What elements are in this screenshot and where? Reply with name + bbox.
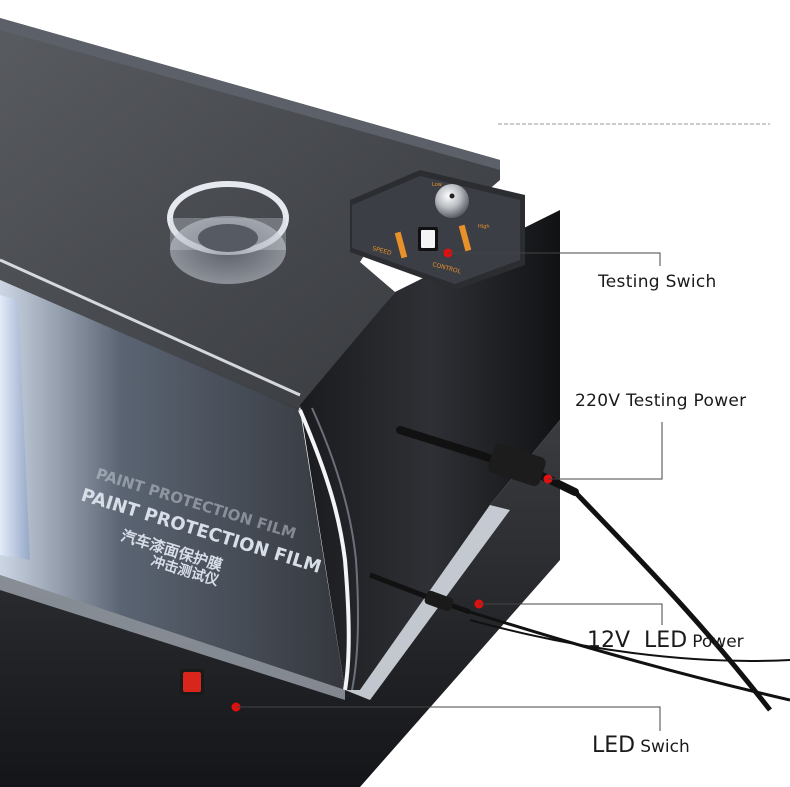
callout-led-switch [231, 702, 661, 731]
led-power-cable [369, 572, 790, 702]
led-power-suffix: Power [692, 632, 744, 652]
acrylic-front-wall: PAINT PROTECTION FILM PAINT PROTECTION F… [0, 280, 345, 690]
led-switch-suffix: Swich [640, 737, 690, 757]
impact-cup [167, 181, 289, 284]
rocker-switch-icon[interactable] [418, 227, 438, 251]
testing-switch-label: Testing Swich [598, 272, 717, 292]
acrylic-top-panel [0, 18, 500, 410]
testing-power-label: 220V Testing Power [575, 391, 747, 411]
black-side-housing [298, 210, 560, 691]
led-power-led-word: LED [644, 628, 688, 653]
controller-low-label: Low [432, 182, 442, 188]
power-plug-icon [396, 426, 772, 712]
controller-speed-label: SPEED [371, 245, 392, 257]
led-power-voltage: 12V [587, 628, 631, 653]
callout-testing-power [543, 422, 663, 484]
led-switch-led-word: LED [592, 733, 636, 758]
callout-led-power [474, 599, 663, 625]
led-switch-label: LED Swich [592, 733, 690, 758]
led-rocker-switch[interactable] [180, 669, 204, 695]
controller-high-label: High [478, 224, 490, 230]
callout-testing-switch [443, 248, 661, 266]
speed-knob-icon[interactable] [435, 184, 469, 218]
led-power-label: 12V LED Power [587, 628, 744, 653]
speed-controller-panel: SPEED CONTROL Low High [350, 170, 525, 290]
